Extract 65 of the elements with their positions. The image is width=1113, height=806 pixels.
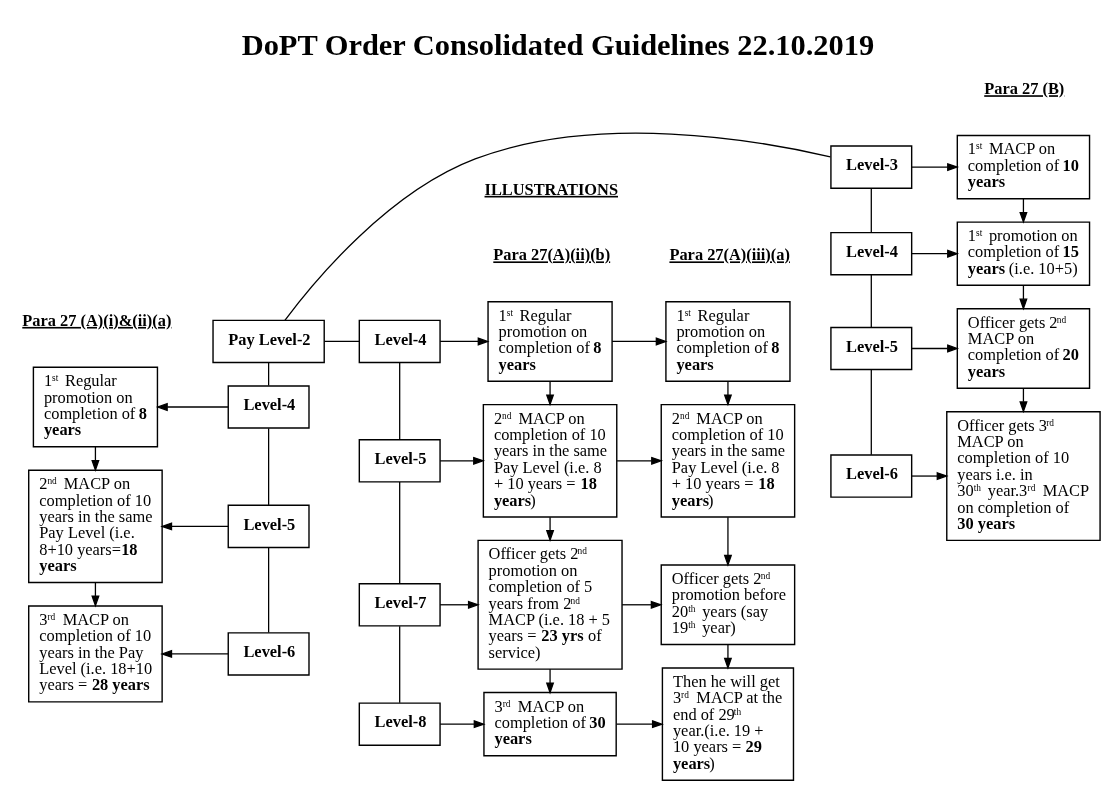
arrow: [616, 456, 664, 465]
node-box: Officer gets 3$^{rd}$ MACP on completion of 10 years i.e. in 30$^{th}$ year.3$^{rd}$ MACP on completion of 30 years: [946, 410, 1101, 541]
arrow: [155, 402, 229, 411]
node-box: Level-6: [227, 631, 310, 676]
diagram-title: DoPT Order Consolidated Guidelines 22.10.2019: [241, 27, 875, 62]
node-box: 3$^{rd}$ MACP on completion of 30 years: [483, 691, 617, 756]
node-box: Level-5: [358, 438, 441, 483]
arrow: [439, 600, 480, 609]
arrow: [545, 380, 555, 406]
node-box: 1$^{st}$ promotion on completion of 15 years (i.e. 10+5): [956, 220, 1091, 286]
arrow: [911, 162, 960, 171]
label: Para 27(A)(ii)(b): [493, 244, 611, 264]
arrow: [611, 336, 668, 346]
label: Para 27 (B): [984, 78, 1065, 98]
arrow: [439, 336, 490, 346]
node-box: 1$^{st}$ Regular promotion on completion of 8 years: [487, 300, 613, 382]
node-box: Level-5: [830, 326, 913, 370]
node-box: 2$^{nd}$ MACP on completion of 10 years in the same Pay Level (i.e. 8+10 years=18 years: [28, 469, 163, 583]
node-box: Level-3: [830, 144, 913, 189]
node-box: Level-4: [358, 319, 441, 363]
connector: [284, 132, 831, 321]
node-box: 2$^{nd}$ MACP on completion of 10 years in the same Pay Level (i.e. 8 + 10 years = 18 years): [660, 403, 796, 518]
connector: [870, 368, 872, 455]
arrow: [545, 516, 555, 542]
node-box: 1$^{st}$ Regular promotion on completion of 8 years: [32, 366, 159, 447]
node-box: Level-4: [227, 384, 310, 429]
connector: [267, 361, 270, 386]
node-box: 2$^{nd}$ MACP on completion of 10 years in the same Pay Level (i.e. 8 + 10 years = 18 years): [482, 403, 618, 518]
node-box: 1$^{st}$ MACP on completion of 10 years: [956, 134, 1091, 199]
node-box: Level-5: [227, 504, 310, 548]
connector: [399, 361, 401, 440]
arrow: [615, 719, 664, 728]
arrow: [621, 600, 663, 609]
arrow: [160, 649, 229, 658]
arrow: [911, 343, 960, 353]
node-box: Officer gets 2$^{nd}$ MACP on completion of 20 years: [956, 307, 1091, 389]
connector: [267, 427, 270, 506]
arrow: [911, 471, 949, 480]
connector: [267, 546, 270, 633]
node-box: Level-8: [358, 701, 441, 746]
arrow: [439, 456, 486, 465]
arrow: [160, 521, 229, 531]
arrow: [723, 516, 733, 567]
label: Para 27(A)(iii)(a): [669, 244, 790, 264]
label: Para 27 (A)(i)&(ii)(a): [22, 310, 172, 330]
node-box: 1$^{st}$ Regular promotion on completion of 8 years: [665, 300, 791, 382]
node-box: 3$^{rd}$ MACP on completion of 10 years in the Pay Level (i.e. 18+10 years = 28 years: [28, 604, 163, 703]
connector: [870, 273, 872, 328]
node-box: Then he will get 3$^{rd}$ MACP at the end of 29$^{th}$ year.(i.e. 19 + 10 years = 29 years): [661, 666, 795, 781]
node-box: Level-6: [830, 453, 913, 498]
arrow: [911, 249, 960, 258]
arrow: [723, 643, 733, 670]
arrow: [545, 668, 555, 694]
label: ILLUSTRATIONS: [484, 179, 619, 199]
connector: [399, 625, 401, 703]
node-box: Officer gets 2$^{nd}$ promotion before 20$^{th}$ years (say 19$^{th}$ year): [660, 563, 796, 645]
arrow: [439, 719, 486, 728]
node-box: Pay Level-2: [212, 319, 325, 363]
arrow: [723, 380, 733, 406]
connector: [870, 187, 872, 233]
node-box: Level-4: [830, 231, 913, 275]
node-box: Level-7: [358, 582, 441, 627]
connector: [323, 340, 360, 342]
connector: [399, 480, 401, 584]
node-box: Officer gets 2$^{nd}$ promotion on completion of 5 years from 2$^{nd}$ MACP (i.e. 18 + 5 years = 23 yrs of service): [477, 539, 623, 670]
